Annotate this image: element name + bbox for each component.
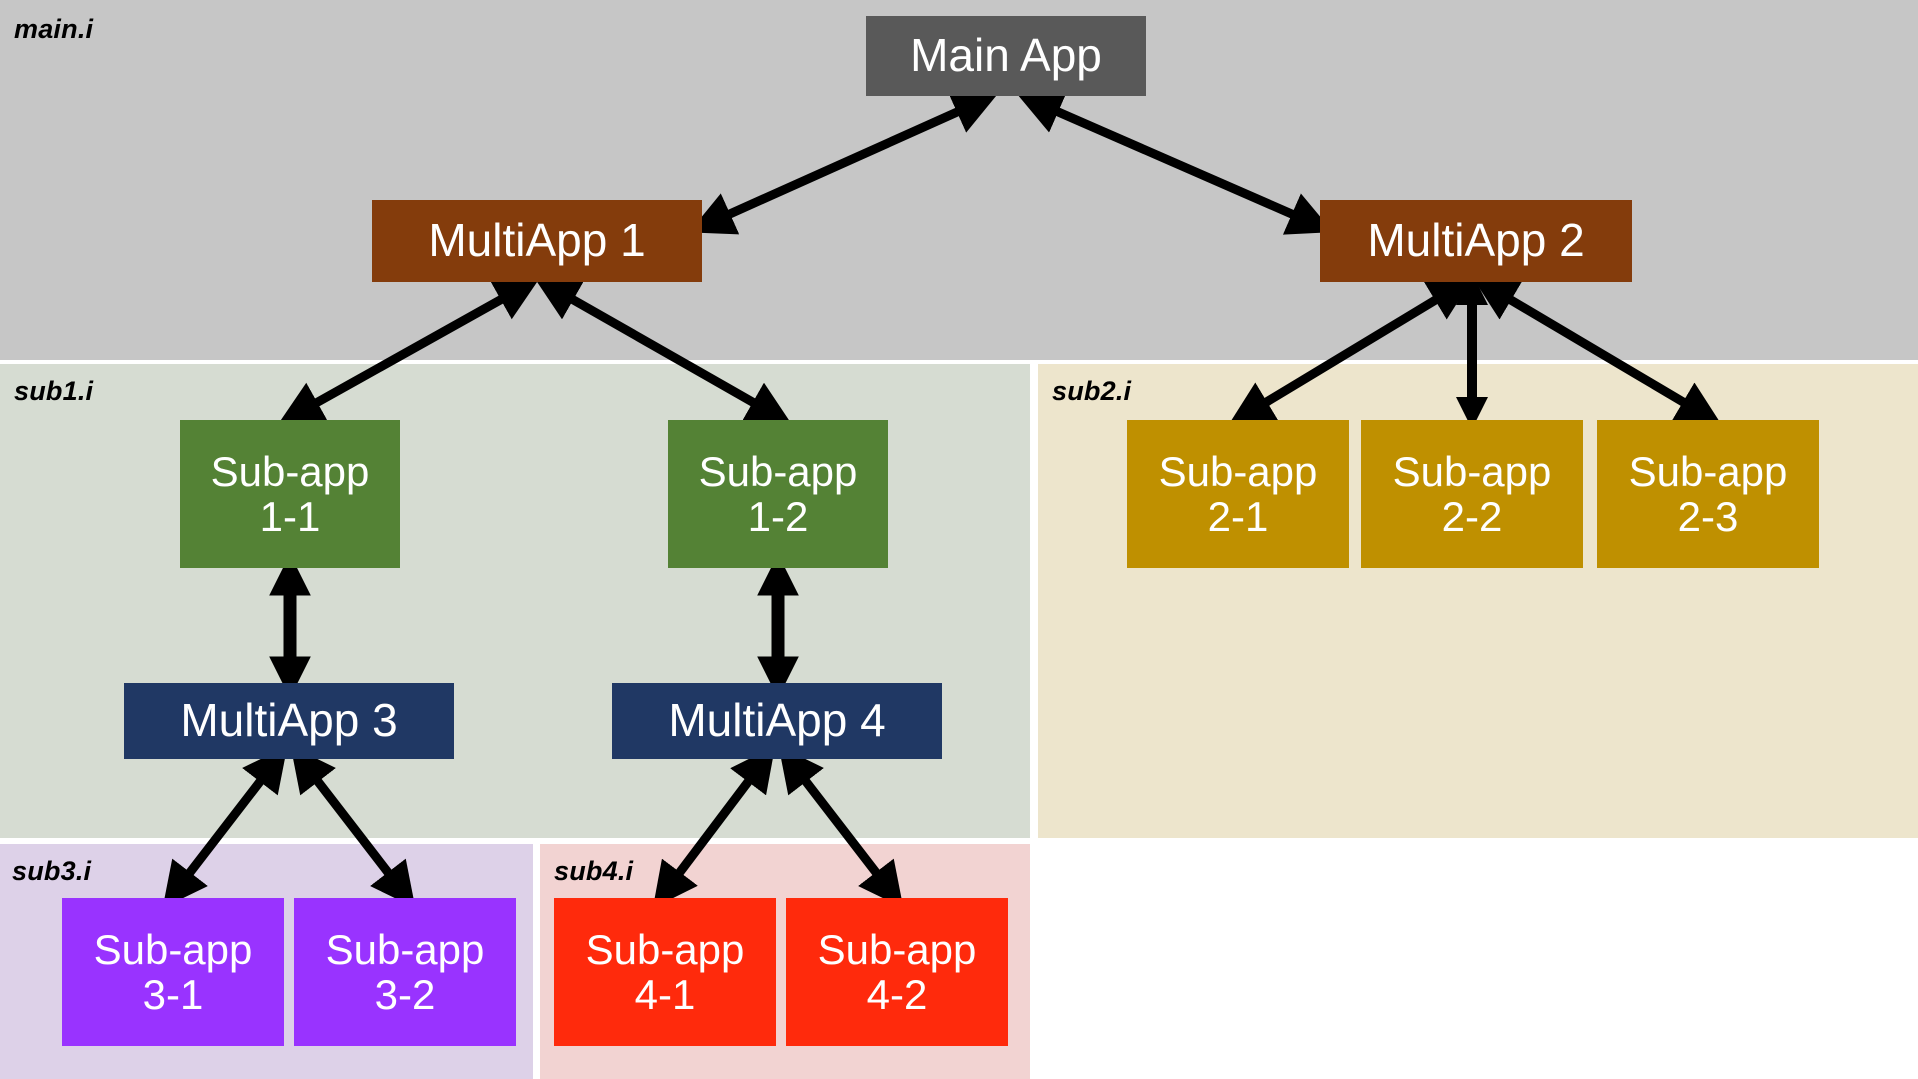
node-sub-app-3-1[interactable]: Sub-app 3-1 (62, 898, 284, 1046)
region-label-sub1: sub1.i (14, 376, 94, 406)
region-label-sub2: sub2.i (1052, 376, 1132, 406)
node-main-app[interactable]: Main App (866, 16, 1146, 96)
node-multiapp-1[interactable]: MultiApp 1 (372, 200, 702, 282)
node-sub-app-2-3[interactable]: Sub-app 2-3 (1597, 420, 1819, 568)
node-multiapp-2[interactable]: MultiApp 2 (1320, 200, 1632, 282)
node-sub-app-4-1[interactable]: Sub-app 4-1 (554, 898, 776, 1046)
node-sub-app-1-1[interactable]: Sub-app 1-1 (180, 420, 400, 568)
node-sub-app-1-2[interactable]: Sub-app 1-2 (668, 420, 888, 568)
node-sub-app-2-1[interactable]: Sub-app 2-1 (1127, 420, 1349, 568)
region-label-main: main.i (14, 14, 94, 44)
node-sub-app-4-2[interactable]: Sub-app 4-2 (786, 898, 1008, 1046)
node-sub-app-3-2[interactable]: Sub-app 3-2 (294, 898, 516, 1046)
node-multiapp-4[interactable]: MultiApp 4 (612, 683, 942, 759)
region-label-sub3: sub3.i (12, 856, 92, 886)
region-label-sub4: sub4.i (554, 856, 634, 886)
node-sub-app-2-2[interactable]: Sub-app 2-2 (1361, 420, 1583, 568)
node-multiapp-3[interactable]: MultiApp 3 (124, 683, 454, 759)
